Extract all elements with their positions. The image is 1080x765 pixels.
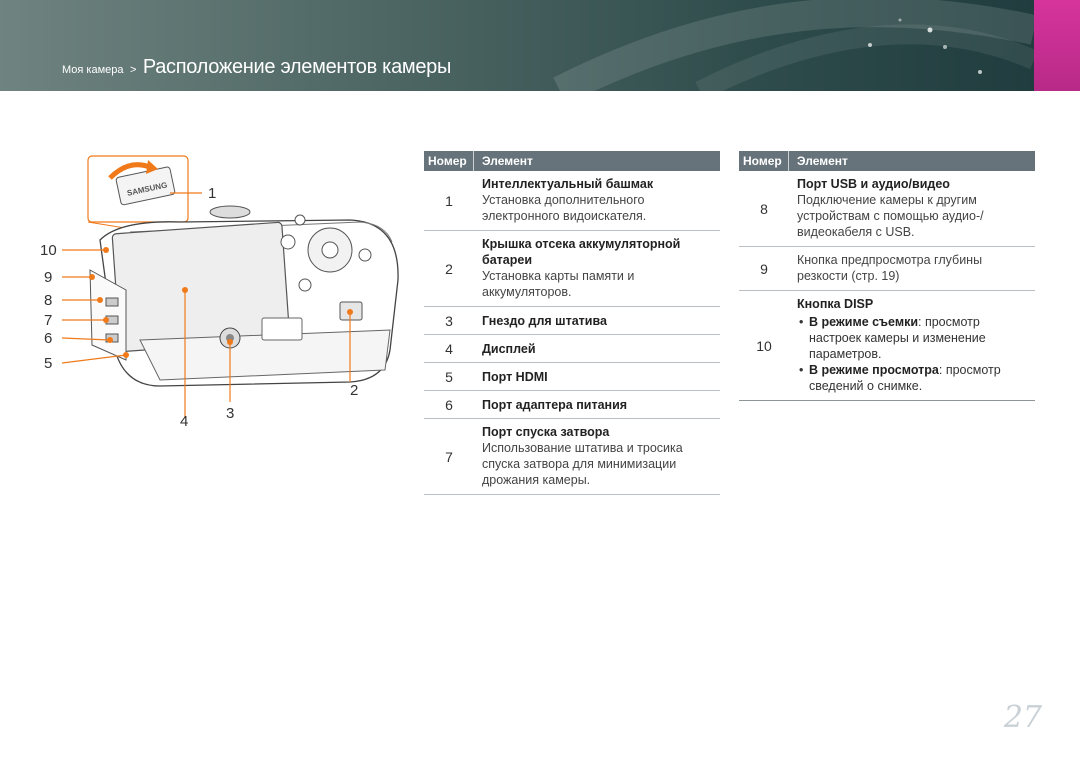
row-number: 8 (760, 200, 768, 217)
callout-7: 7 (44, 312, 52, 329)
callout-1: 1 (208, 185, 216, 202)
page-number: 27 (1003, 700, 1042, 735)
table-row: 10 Кнопка DISP В режиме съемки: просмотр… (739, 291, 1035, 401)
callout-8: 8 (44, 292, 52, 309)
callout-10: 10 (40, 242, 57, 259)
row-title: Порт спуска затвора (482, 425, 610, 439)
breadcrumb-separator: > (129, 64, 137, 76)
row-desc: Установка дополнительного электронного в… (482, 193, 647, 223)
row-number: 3 (445, 312, 453, 329)
callout-2: 2 (350, 382, 358, 399)
row-desc: Установка карты памяти и аккумуляторов. (482, 269, 635, 299)
chapter-tab (1034, 0, 1080, 91)
camera-illustration: SAMSUNG (40, 155, 399, 430)
mode-label: В режиме съемки (809, 315, 919, 329)
table-row: 5 Порт HDMI (424, 363, 720, 391)
list-item: В режиме съемки: просмотр настроек камер… (797, 314, 1027, 362)
page-header: Моя камера > Расположение элементов каме… (0, 0, 1080, 91)
row-number: 1 (445, 192, 453, 209)
callout-6: 6 (44, 330, 52, 347)
breadcrumb: Моя камера > Расположение элементов каме… (62, 56, 451, 79)
row-number: 2 (445, 260, 453, 277)
row-title: Порт USB и аудио/видео (797, 177, 950, 191)
header-element: Элемент (797, 154, 848, 168)
row-number: 5 (445, 368, 453, 385)
callout-3: 3 (226, 405, 234, 422)
breadcrumb-section[interactable]: Моя камера (62, 64, 124, 76)
decorative-swirl (553, 0, 1039, 91)
camera-diagram: SAMSUNG (30, 150, 420, 450)
row-number: 7 (445, 448, 453, 465)
row-title: Дисплей (482, 342, 536, 356)
page-title: Расположение элементов камеры (142, 56, 452, 78)
row-number: 9 (760, 260, 768, 277)
mode-desc: : просмотр настроек камеры и изменение п… (809, 315, 986, 361)
row-title: Порт адаптера питания (482, 398, 628, 412)
row-title: Кнопка DISP (797, 297, 874, 311)
row-number: 10 (756, 337, 772, 354)
mode-label: В режиме просмотра (809, 363, 939, 377)
table-header: Номер Элемент (424, 151, 720, 171)
header-element: Элемент (482, 154, 533, 168)
mode-desc: : просмотр сведений о снимке. (809, 363, 1001, 393)
header-number: Номер (739, 151, 789, 171)
table-header: Номер Элемент (739, 151, 1035, 171)
row-desc: Подключение камеры к другим устройствам … (797, 193, 984, 239)
table-row: 9 Кнопка предпросмотра глубины резкости … (739, 247, 1035, 291)
row-title: Гнездо для штатива (482, 314, 607, 328)
table-row: 4 Дисплей (424, 335, 720, 363)
callout-4: 4 (180, 413, 188, 430)
row-title: Интеллектуальный башмак (482, 177, 654, 191)
table-row: 6 Порт адаптера питания (424, 391, 720, 419)
row-title: Крышка отсека аккумуляторной батареи (482, 237, 681, 267)
row-title: Порт HDMI (482, 370, 548, 384)
row-desc: Кнопка предпросмотра глубины резкости (с… (797, 253, 983, 283)
header-number: Номер (424, 151, 474, 171)
callout-9: 9 (44, 269, 52, 286)
table-row: 3 Гнездо для штатива (424, 307, 720, 335)
callout-5: 5 (44, 355, 52, 372)
list-item: В режиме просмотра: просмотр сведений о … (797, 362, 1027, 394)
row-number: 4 (445, 340, 453, 357)
row-desc: Использование штатива и тросика спуска з… (482, 441, 683, 487)
mode-list: В режиме съемки: просмотр настроек камер… (797, 314, 1027, 394)
row-number: 6 (445, 396, 453, 413)
